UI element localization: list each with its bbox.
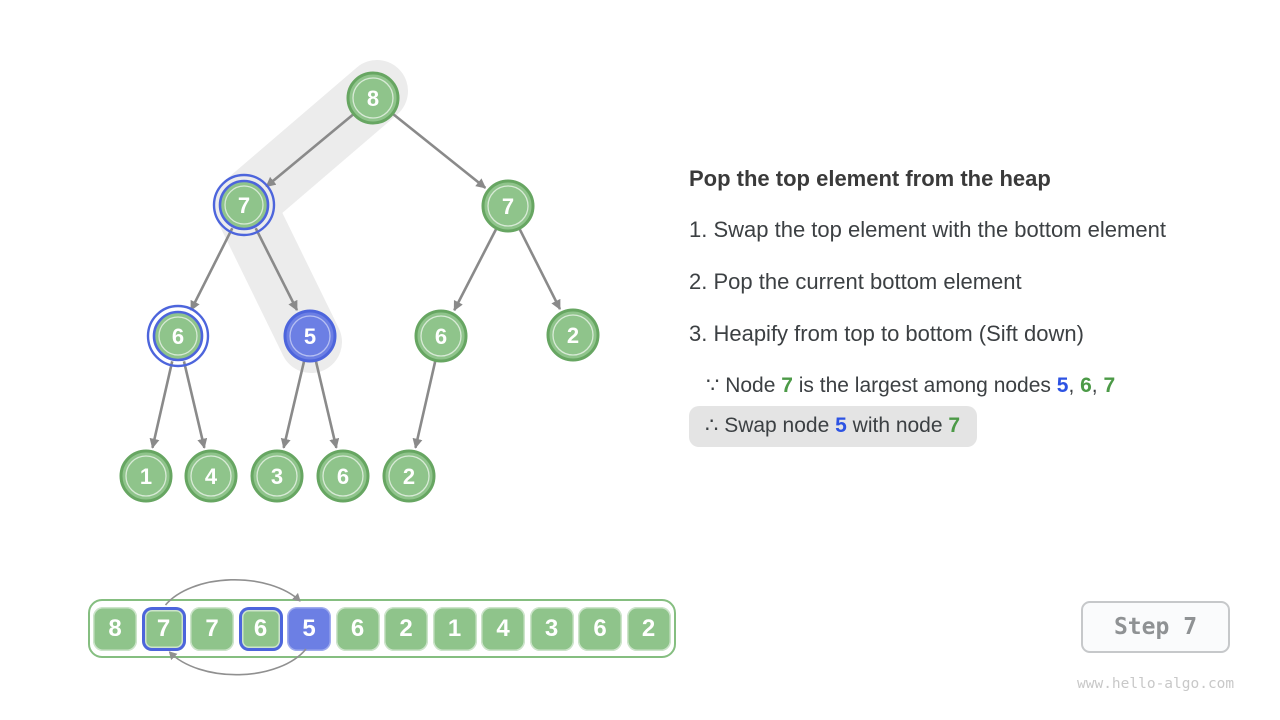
note-text: ∵ Node — [706, 374, 782, 397]
tree-edge — [265, 113, 354, 188]
step-instruction-3: 3. Heapify from top to bottom (Sift down… — [689, 321, 1084, 346]
node-ref-6: 6 — [1080, 374, 1092, 397]
tree-edge — [254, 227, 299, 311]
tree-node-6: 6 — [146, 304, 210, 368]
node-ref-7: 7 — [781, 374, 793, 397]
tree-edge — [518, 228, 562, 310]
tree-edge — [182, 361, 208, 449]
tree-node-8: 8 — [346, 71, 400, 125]
panel-title: Pop the top element from the heap — [689, 166, 1051, 191]
tree-edge — [280, 361, 306, 449]
note-text: is the largest among nodes — [792, 374, 1057, 397]
array-cell-6: 2 — [384, 606, 428, 651]
tree-node-value: 3 — [271, 464, 283, 489]
tree-node-2: 2 — [382, 449, 436, 503]
tree-node-value: 1 — [140, 464, 152, 489]
array-cell-4: 5 — [287, 606, 331, 651]
array-cell-2: 7 — [190, 606, 234, 651]
tree-node-value: 7 — [502, 194, 514, 219]
note-text: , — [1068, 374, 1081, 397]
because-note: ∵ Node 7 is the largest among nodes 5, 6… — [706, 373, 1249, 399]
note-text: , — [1091, 374, 1104, 397]
tree-node-2: 2 — [546, 308, 600, 362]
note-text: with node — [846, 414, 949, 437]
tree-node-value: 2 — [567, 323, 579, 348]
array-cell-10: 6 — [578, 606, 622, 651]
array-cell-8: 4 — [481, 606, 525, 651]
step-instruction-2: 2. Pop the current bottom element — [689, 269, 1022, 294]
heap-tree: 8 7 7 6 5 6 2 1 4 3 6 2 — [119, 60, 600, 503]
tree-edge — [453, 228, 498, 312]
array-cell-3: 6 — [238, 606, 283, 651]
tree-edge — [149, 361, 174, 449]
tree-node-7: 7 — [212, 173, 276, 237]
node-ref-5: 5 — [1056, 374, 1069, 397]
array-cell-9: 3 — [529, 606, 574, 651]
tree-node-value: 6 — [172, 324, 184, 349]
tree-node-3: 3 — [250, 449, 304, 503]
tree-node-5: 5 — [283, 309, 337, 363]
tree-node-6: 6 — [316, 449, 370, 503]
tree-node-4: 4 — [184, 449, 238, 503]
tree-node-value: 7 — [238, 193, 250, 218]
array-cell-1: 7 — [141, 606, 186, 651]
tree-node-7: 7 — [481, 179, 535, 233]
explanation-panel: Pop the top element from the heap 1. Swa… — [689, 165, 1249, 447]
node-ref-5: 5 — [835, 414, 847, 437]
therefore-note: ∴ Swap node 5 with node 7 — [689, 406, 978, 447]
array-cell-7: 1 — [432, 606, 477, 651]
step-button-label: Step 7 — [1113, 614, 1198, 640]
watermark: www.hello-algo.com — [1077, 676, 1235, 692]
tree-node-value: 8 — [367, 86, 379, 111]
array-cell-11: 2 — [626, 606, 671, 651]
note-text: ∴ Swap node — [705, 414, 836, 437]
node-ref-7: 7 — [948, 414, 961, 437]
tree-edge — [189, 227, 234, 311]
tree-edge — [314, 361, 340, 449]
tree-node-1: 1 — [119, 449, 173, 503]
tree-node-value: 6 — [337, 464, 349, 489]
tree-edge — [412, 361, 437, 449]
step-instruction-1: 1. Swap the top element with the bottom … — [689, 217, 1166, 242]
array-cell-0: 8 — [93, 606, 137, 651]
tree-node-value: 4 — [205, 464, 218, 489]
tree-node-value: 2 — [403, 464, 415, 489]
tree-edge — [392, 113, 487, 189]
tree-node-6: 6 — [414, 309, 468, 363]
tree-node-value: 6 — [435, 324, 447, 349]
step-button[interactable]: Step 7 — [1081, 601, 1230, 653]
node-ref-7: 7 — [1103, 374, 1116, 397]
array-cell-5: 6 — [335, 606, 380, 651]
tree-node-value: 5 — [304, 324, 316, 349]
